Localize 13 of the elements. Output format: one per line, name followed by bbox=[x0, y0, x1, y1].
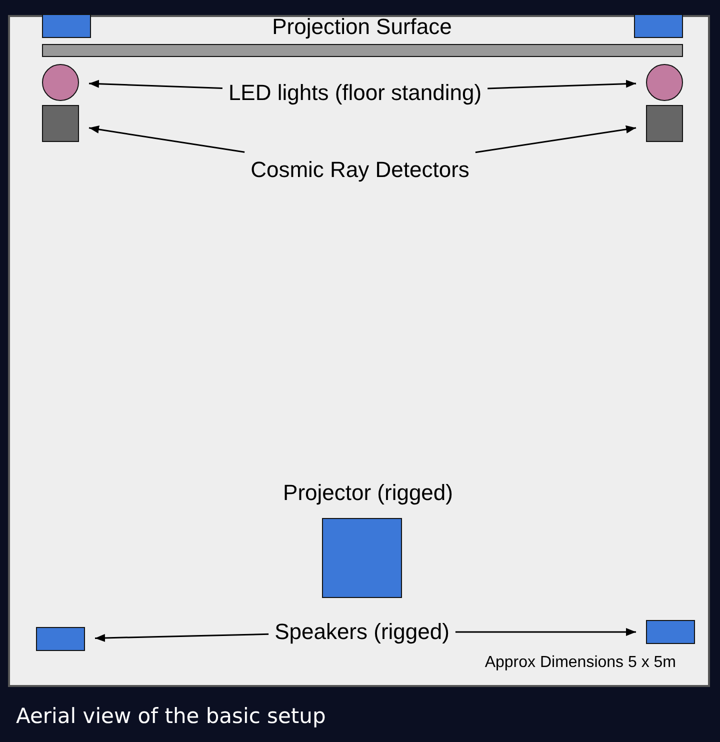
caption: Aerial view of the basic setup bbox=[16, 704, 326, 728]
arrow bbox=[475, 125, 636, 154]
arrow bbox=[94, 633, 269, 642]
arrow bbox=[455, 628, 636, 636]
callout-label: LED lights (floor standing) bbox=[228, 80, 482, 106]
callout-label: Cosmic Ray Detectors bbox=[250, 157, 470, 183]
arrow bbox=[488, 80, 636, 90]
shape-title: Projector (rigged) bbox=[283, 480, 453, 506]
arrow bbox=[88, 126, 245, 153]
arrow bbox=[88, 80, 222, 90]
shape-title: Projection Surface bbox=[272, 14, 452, 40]
dimension-note: Approx Dimensions 5 x 5m bbox=[484, 654, 676, 672]
callout-label: Speakers (rigged) bbox=[274, 619, 450, 645]
